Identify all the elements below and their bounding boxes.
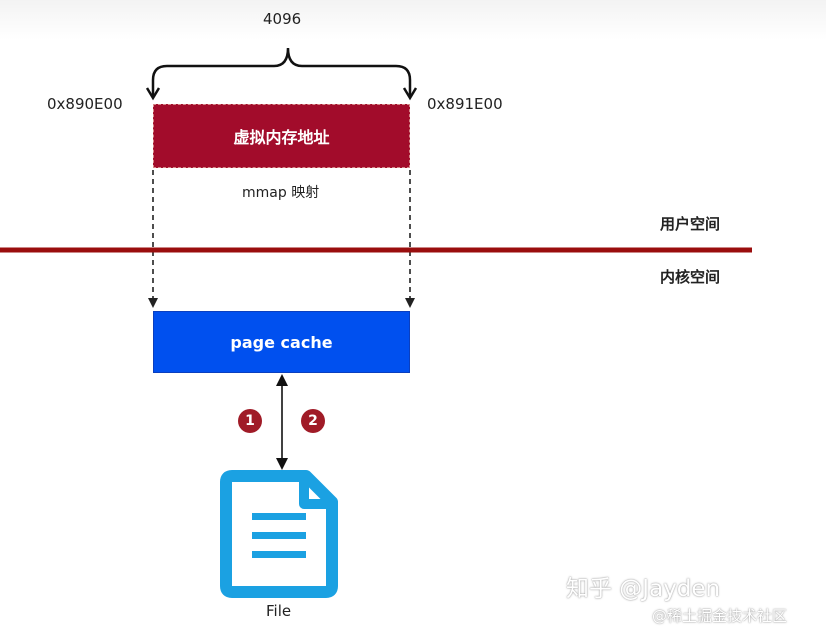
page-cache-box: page cache bbox=[153, 311, 410, 373]
size-brace bbox=[151, 47, 412, 96]
file-label: File bbox=[266, 602, 292, 620]
watermark-zhihu: 知乎 @Jayden bbox=[566, 576, 721, 602]
mmap-label: mmap 映射 bbox=[242, 185, 320, 201]
step-1-badge: 1 bbox=[238, 409, 262, 433]
start-address-label: 0x890E00 bbox=[47, 95, 123, 113]
virtual-memory-box: 虚拟内存地址 bbox=[153, 104, 410, 168]
step-2-badge: 2 bbox=[301, 409, 325, 433]
user-space-label: 用户空间 bbox=[660, 215, 721, 233]
end-address-label: 0x891E00 bbox=[427, 95, 503, 113]
virtual-memory-label: 虚拟内存地址 bbox=[233, 128, 330, 147]
size-label: 4096 bbox=[263, 10, 302, 28]
top-shade bbox=[0, 0, 826, 40]
kernel-space-label: 内核空间 bbox=[660, 268, 721, 286]
watermark-juejin: @稀土掘金技术社区 bbox=[652, 607, 788, 625]
file-icon bbox=[220, 470, 338, 598]
page-cache-label: page cache bbox=[230, 332, 333, 352]
